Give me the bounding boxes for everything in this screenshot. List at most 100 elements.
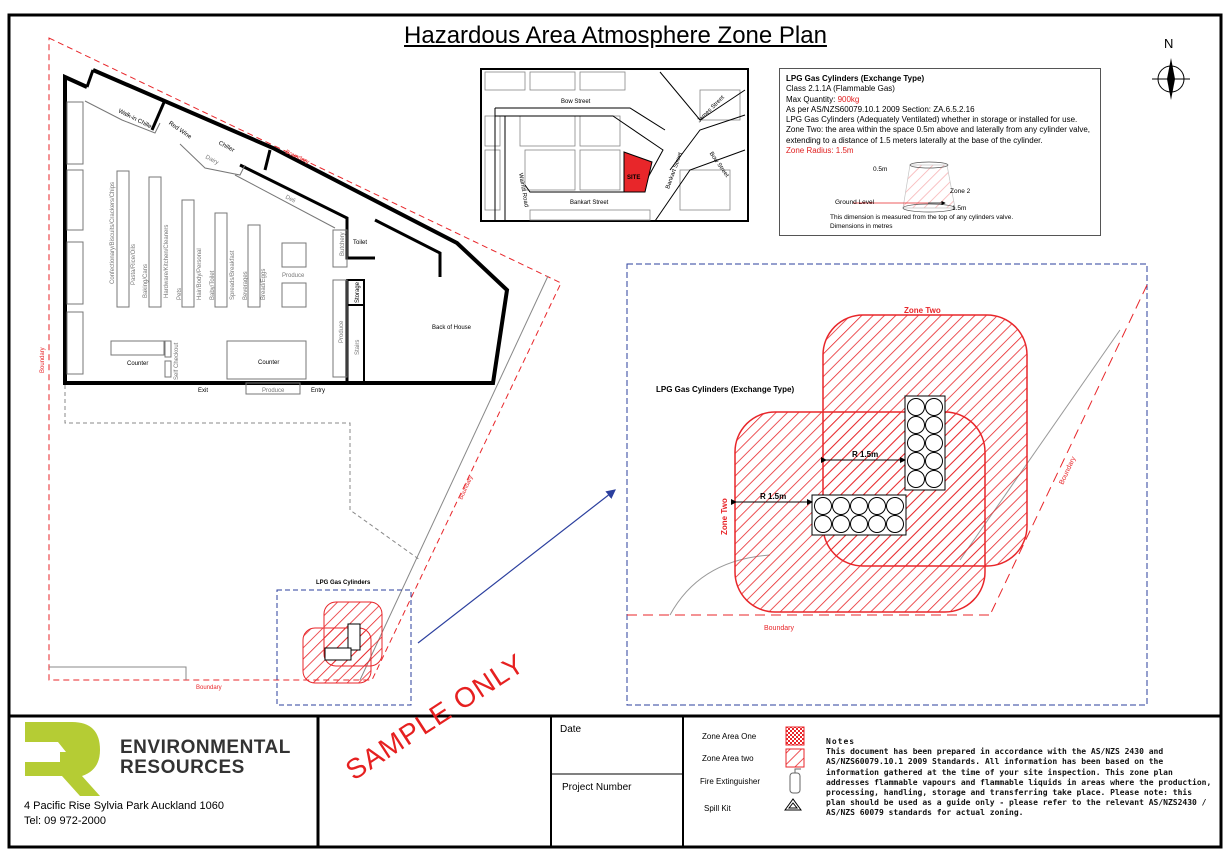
diagram-footnote: Dimensions in metres	[830, 223, 893, 230]
gas-cylinder	[832, 497, 850, 515]
detail-frame	[626, 263, 1148, 706]
room-label: Counter	[258, 360, 279, 366]
gas-cylinder	[925, 434, 943, 452]
room-label: Storage	[355, 281, 361, 303]
er-logo	[25, 722, 100, 796]
room-label: Produce	[339, 320, 345, 343]
room-label: Dairy	[204, 154, 219, 166]
info-standard: As per AS/NZS60079.10.1 2009 Section: ZA…	[786, 104, 975, 114]
radius-label: R 1.5m	[852, 450, 878, 459]
aisle-label: Pets	[177, 288, 183, 300]
max-quantity-value: 900kg	[837, 94, 860, 104]
gas-cylinder	[907, 398, 925, 416]
gas-cylinder	[886, 515, 904, 533]
gas-cylinder	[886, 497, 904, 515]
info-zone-radius: Zone Radius: 1.5m	[786, 146, 854, 156]
company-tel: Tel: 09 972-2000	[24, 815, 106, 827]
zone-two-label: Zone Two	[904, 306, 941, 315]
fire-extinguisher-icon	[789, 768, 801, 794]
max-quantity-label: Max Quantity:	[786, 94, 838, 104]
diagram-height: 0.5m	[873, 166, 887, 173]
gas-cylinder	[925, 470, 943, 488]
detail-arrow	[417, 489, 616, 644]
gas-cylinder	[907, 416, 925, 434]
detail-heading: LPG Gas Cylinders (Exchange Type)	[656, 385, 794, 394]
aisle-label: Beverages	[243, 271, 249, 300]
diagram-radius: 1.5m	[952, 205, 966, 212]
room-label: Toilet	[353, 240, 367, 246]
exit-label: Exit	[198, 388, 208, 394]
spill-kit-icon	[784, 798, 802, 811]
lpg-label: LPG Gas Cylinders	[316, 580, 371, 586]
location-map: SITE Bow Street James Street Walnut Road…	[480, 68, 749, 222]
gas-cylinder	[832, 515, 850, 533]
boundary-label: Boundary	[458, 475, 474, 501]
gas-cylinder	[868, 515, 886, 533]
boundary-label: Boundary	[196, 685, 222, 691]
project-number-label: Project Number	[562, 782, 632, 793]
room-label: Deli	[284, 194, 296, 204]
gas-cylinder	[814, 497, 832, 515]
lpg-info-box: LPG Gas Cylinders (Exchange Type) Class …	[779, 68, 1101, 236]
date-label: Date	[560, 724, 582, 735]
gas-cylinder	[925, 416, 943, 434]
company-line2: RESOURCES	[120, 757, 245, 778]
street-label: Bankart Street	[570, 200, 609, 206]
page-title: Hazardous Area Atmosphere Zone Plan	[404, 22, 827, 49]
gas-cylinder	[868, 497, 886, 515]
gas-cylinder	[907, 470, 925, 488]
info-zone-two: Zone Two: the area within the space 0.5m…	[786, 125, 1091, 145]
site-boundary	[48, 37, 562, 681]
aisle-label: Bread/Eggs	[261, 269, 267, 300]
north-arrow-icon: N	[1152, 36, 1190, 100]
diagram-ground: Ground Level	[835, 199, 875, 206]
aisle-label: Baking/Cans	[143, 264, 149, 298]
legend-fire-extinguisher: Fire Extinguisher	[700, 777, 761, 786]
gas-cylinder	[907, 434, 925, 452]
boundary-label: Boundary	[40, 347, 46, 373]
legend-zone-one: Zone Area One	[702, 732, 757, 741]
zone-one-swatch	[785, 726, 805, 746]
north-label: N	[1164, 36, 1173, 51]
site-marker	[623, 151, 653, 193]
legend-spill-kit: Spill Kit	[704, 804, 731, 813]
notes: Notes This document has been prepared in…	[826, 737, 1216, 819]
room-label: Stairs	[355, 340, 361, 355]
room-label: Red Wine	[167, 121, 193, 141]
room-label: Produce	[282, 273, 305, 279]
street-label: Walnut Road	[517, 173, 529, 208]
info-class: Class 2.1.1A (Flammable Gas)	[786, 84, 895, 94]
notes-body: This document has been prepared in accor…	[826, 747, 1212, 818]
room-label: Chiller	[217, 141, 235, 154]
notes-heading: Notes	[826, 737, 856, 746]
room-label: Back of House	[432, 325, 472, 331]
aisle-label: Pasta/Rice/Oils	[131, 244, 137, 285]
boundary-label: Boundary	[1058, 455, 1077, 486]
gas-cylinder	[925, 398, 943, 416]
aisle-label: Baby/Toilet	[210, 270, 216, 300]
gas-cylinder	[814, 515, 832, 533]
radius-label: R 1.5m	[760, 492, 786, 501]
floor-plan	[63, 68, 510, 395]
lpg-inset-frame[interactable]	[276, 589, 412, 706]
page-frame	[7, 13, 1223, 849]
company-line1: ENVIRONMENTAL	[120, 737, 291, 758]
company-address: 4 Pacific Rise Sylvia Park Auckland 1060	[24, 800, 224, 812]
info-ventilation: LPG Gas Cylinders (Adequately Ventilated…	[786, 115, 1078, 125]
aisle-label: Hair/Body/Personal	[197, 248, 203, 300]
room-label: Counter	[127, 361, 148, 367]
diagram-footnote: This dimension is measured from the top …	[830, 214, 1013, 221]
aisle-label: Confectionary/Biscuits/Crackers/Chips	[110, 182, 116, 284]
info-heading: LPG Gas Cylinders (Exchange Type)	[786, 74, 925, 83]
room-label: Butchery	[340, 232, 346, 256]
site-label: SITE	[627, 175, 640, 181]
lpg-cylinders	[811, 395, 946, 536]
legend-zone-two: Zone Area two	[702, 754, 754, 763]
gas-cylinder	[850, 515, 868, 533]
gas-cylinder	[907, 452, 925, 470]
aisle-label: Hardware/Kitchen/Cleaners	[164, 225, 170, 298]
zone-cone-diagram	[853, 161, 956, 213]
room-label: Produce	[262, 388, 285, 394]
